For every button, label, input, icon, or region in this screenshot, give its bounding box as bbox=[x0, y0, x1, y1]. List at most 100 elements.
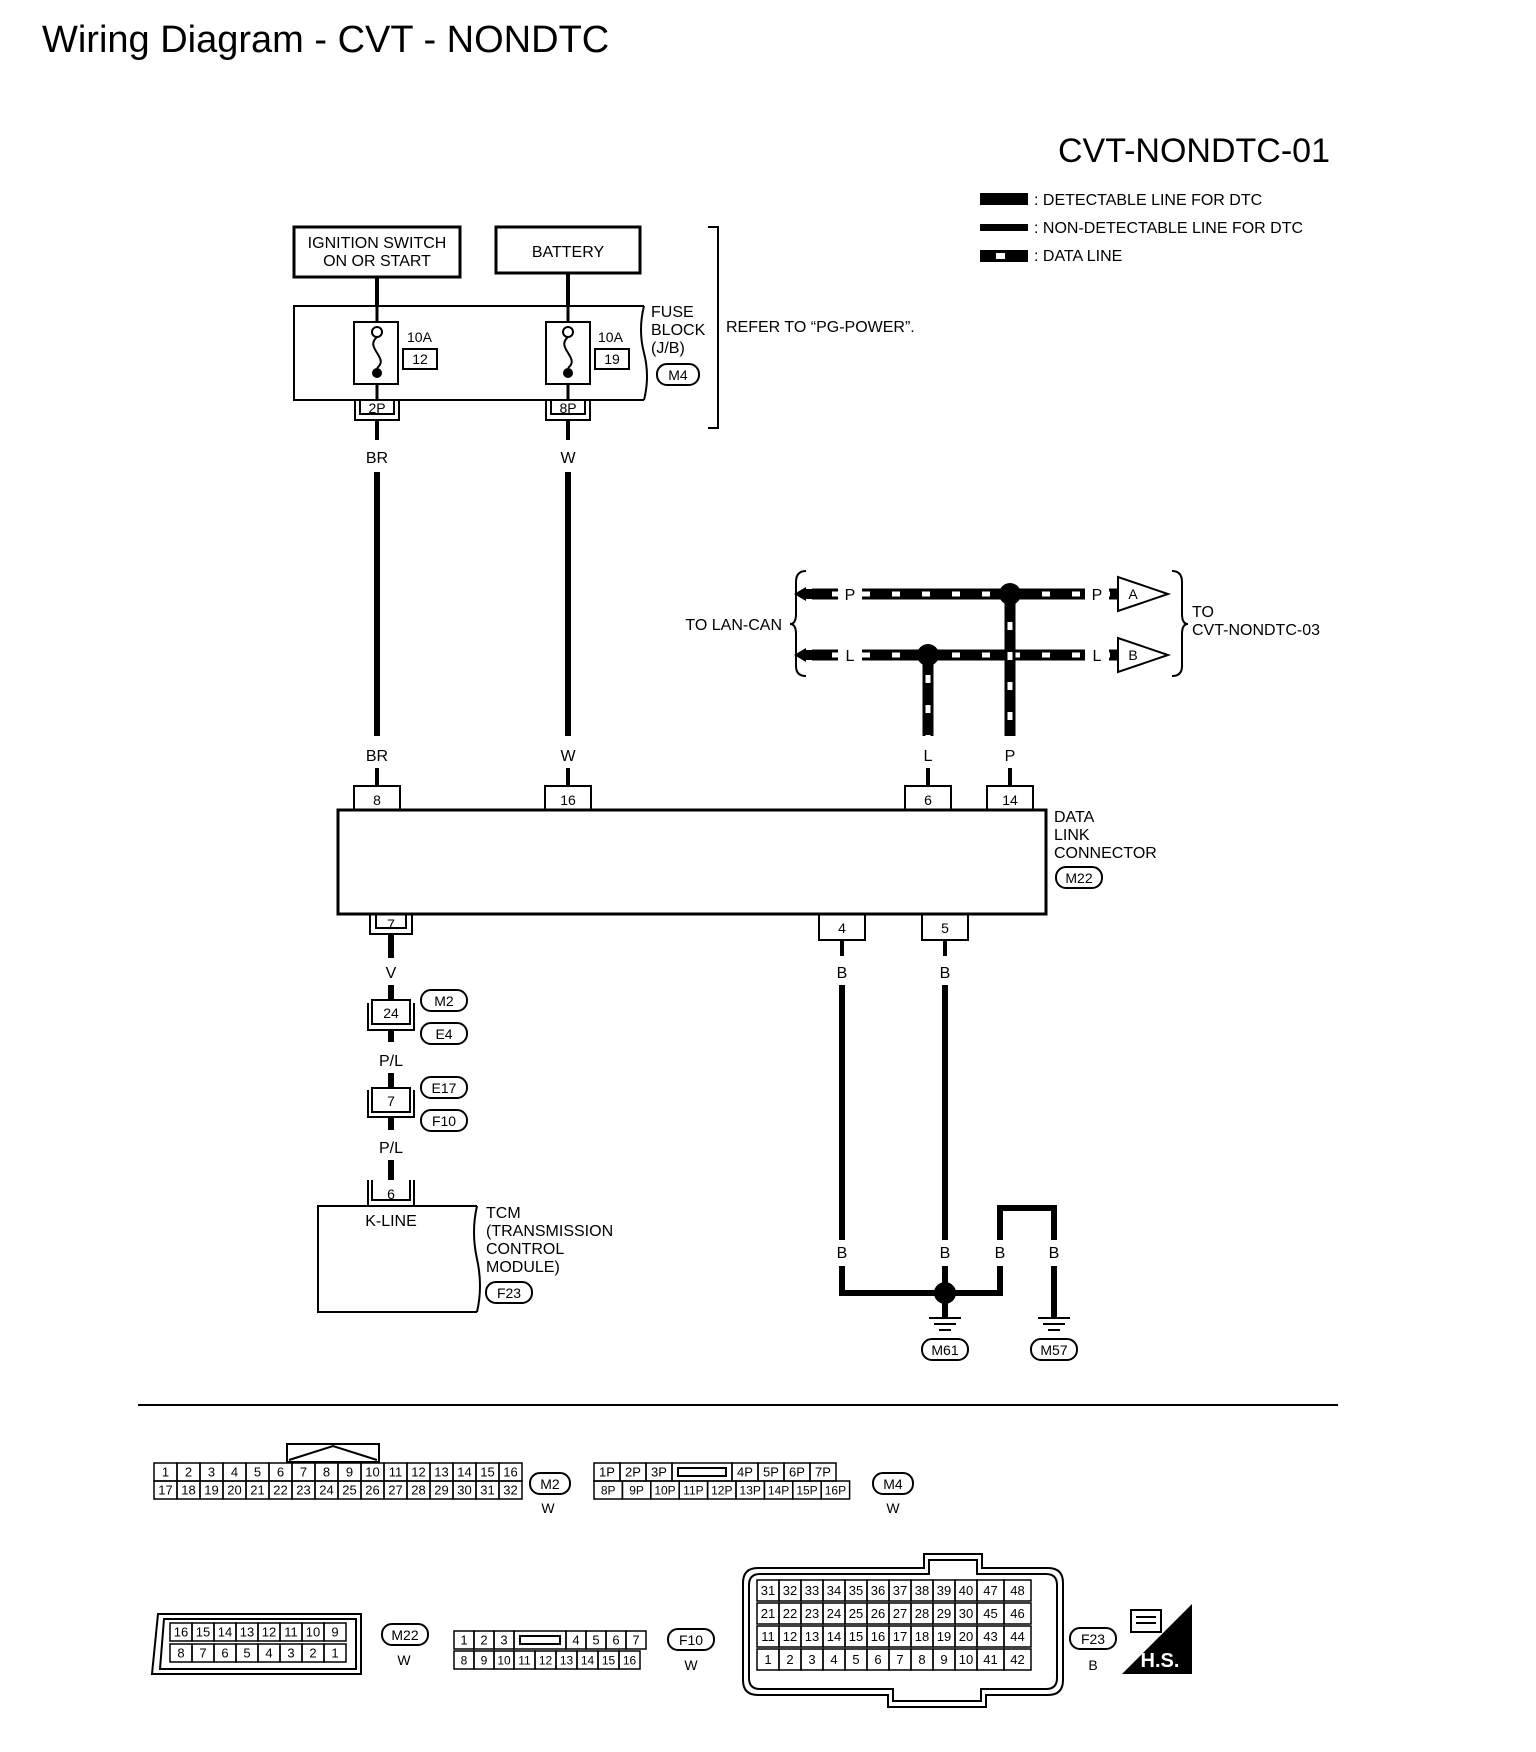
ground-m57-icon bbox=[1038, 1317, 1070, 1331]
connector-f10-id: F10 bbox=[679, 1632, 703, 1648]
wire-v: V bbox=[386, 965, 397, 982]
f10-pin-3: 3 bbox=[500, 1633, 507, 1648]
wire-br-bottom: BR bbox=[366, 748, 388, 765]
f23-pin-28: 28 bbox=[915, 1606, 929, 1621]
m2-pin-29: 29 bbox=[434, 1483, 448, 1498]
k-line-wire: V 24 M2 E4 P/L 7 E17 F10 P/L bbox=[367, 934, 468, 1180]
power-wires: BR W BR W bbox=[366, 420, 576, 786]
fuse-block: 10A 12 10A 19 FUSE BLOCK (J/B) M4 REFER … bbox=[293, 226, 915, 429]
f23-pin-43: 43 bbox=[983, 1629, 997, 1644]
m2-pin-28: 28 bbox=[411, 1483, 425, 1498]
m2-pin-25: 25 bbox=[342, 1483, 356, 1498]
f23-pin-40: 40 bbox=[959, 1583, 973, 1598]
f23-pin-14: 14 bbox=[827, 1629, 841, 1644]
m22-pin-6: 6 bbox=[221, 1646, 228, 1661]
connector-a-icon bbox=[1117, 575, 1172, 613]
f10-pin-14: 14 bbox=[581, 1653, 595, 1667]
m4-key-slot bbox=[677, 1467, 727, 1477]
m4-pin-12P: 12P bbox=[711, 1483, 732, 1497]
wire-b-5: B bbox=[940, 965, 951, 982]
m2-pin-7: 7 bbox=[300, 1465, 307, 1480]
m2-pin-21: 21 bbox=[250, 1483, 264, 1498]
page-title: Wiring Diagram - CVT - NONDTC bbox=[42, 19, 609, 61]
f23-pin-31: 31 bbox=[761, 1583, 775, 1598]
f23-pin-6: 6 bbox=[874, 1652, 881, 1667]
m2-pin-31: 31 bbox=[480, 1483, 494, 1498]
f10-cell bbox=[513, 1630, 567, 1650]
to-cvt-label-2: CVT-NONDTC-03 bbox=[1192, 622, 1320, 639]
f23-pin-2: 2 bbox=[786, 1652, 793, 1667]
m2-pin-18: 18 bbox=[181, 1483, 195, 1498]
m22-pin-16: 16 bbox=[174, 1625, 188, 1640]
f10-pin-1: 1 bbox=[460, 1633, 467, 1648]
fuse-12-amp: 10A bbox=[407, 329, 433, 345]
connector-m4-id: M4 bbox=[883, 1476, 903, 1492]
f23-pin-12: 12 bbox=[783, 1629, 797, 1644]
m2-cell bbox=[498, 1480, 523, 1500]
f10-pin-9: 9 bbox=[481, 1653, 488, 1667]
m22-pin-10: 10 bbox=[306, 1625, 320, 1640]
legend-detectable-swatch bbox=[980, 193, 1028, 205]
ground-wires: B B B B B B M61 M57 bbox=[837, 940, 1078, 1361]
f23-cell bbox=[1003, 1625, 1032, 1648]
battery: BATTERY bbox=[494, 225, 642, 275]
m2-pin-14: 14 bbox=[457, 1465, 471, 1480]
fuse-block-connector: M4 bbox=[668, 367, 688, 383]
f23-pin-13: 13 bbox=[805, 1629, 819, 1644]
f23-pin-9: 9 bbox=[940, 1652, 947, 1667]
connector-m4-color: W bbox=[886, 1500, 900, 1516]
k-line-label: K-LINE bbox=[365, 1213, 417, 1230]
m22-pin-5: 5 bbox=[243, 1646, 250, 1661]
can-bus: P L P L TO LAN-CAN A B TO CVT-NONDTC-03 … bbox=[685, 570, 1320, 786]
m2-pin-3: 3 bbox=[208, 1465, 215, 1480]
connector-m22-color: W bbox=[397, 1652, 411, 1668]
f23-pin-47: 47 bbox=[983, 1583, 997, 1598]
m2-pin-9: 9 bbox=[346, 1465, 353, 1480]
m2-pin-10: 10 bbox=[365, 1465, 379, 1480]
m4-pin-8P: 8P bbox=[601, 1483, 616, 1497]
wire-pl-2: P/L bbox=[379, 1140, 403, 1157]
f23-pin-5: 5 bbox=[852, 1652, 859, 1667]
hs-badge: H.S. bbox=[1122, 1604, 1192, 1674]
wire-b-8: B bbox=[995, 1245, 1006, 1262]
m2-pin-4: 4 bbox=[231, 1465, 238, 1480]
legend-nondetectable-label: : NON-DETECTABLE LINE FOR DTC bbox=[1034, 220, 1303, 237]
f23-pin-17: 17 bbox=[893, 1629, 907, 1644]
ignition-label-2: ON OR START bbox=[323, 253, 431, 270]
connector-a-label: A bbox=[1128, 586, 1138, 602]
m4-pin-11P: 11P bbox=[683, 1483, 703, 1497]
f23-pin-4: 4 bbox=[830, 1652, 837, 1667]
dlc-pin-14: 14 bbox=[1002, 792, 1018, 808]
f23-pin-30: 30 bbox=[959, 1606, 973, 1621]
pin-8p: 8P bbox=[559, 400, 576, 416]
m4-pin-2P: 2P bbox=[625, 1465, 641, 1480]
f23-cell bbox=[1003, 1602, 1032, 1625]
fuse-block-label-3: (J/B) bbox=[651, 340, 685, 357]
legend-nondetectable-swatch bbox=[980, 224, 1028, 231]
m22-pin-13: 13 bbox=[240, 1625, 254, 1640]
m22-pin-1: 1 bbox=[331, 1646, 338, 1661]
m2-pin-2: 2 bbox=[185, 1465, 192, 1480]
f23-pin-38: 38 bbox=[915, 1583, 929, 1598]
m2-pin-6: 6 bbox=[277, 1465, 284, 1480]
f23-pin-29: 29 bbox=[937, 1606, 951, 1621]
f23-pin-11: 11 bbox=[761, 1629, 775, 1644]
f23-pin-16: 16 bbox=[871, 1629, 885, 1644]
m22-pin-4: 4 bbox=[265, 1646, 272, 1661]
m22-cell bbox=[323, 1622, 347, 1642]
m2-pin-32: 32 bbox=[503, 1483, 517, 1498]
dlc-pin-6: 6 bbox=[924, 792, 932, 808]
f23-pin-45: 45 bbox=[983, 1606, 997, 1621]
m2-pin-30: 30 bbox=[457, 1483, 471, 1498]
ground-m61: M61 bbox=[931, 1342, 958, 1358]
f10-cell bbox=[618, 1650, 641, 1670]
pin-2p: 2P bbox=[368, 400, 385, 416]
f23-pin-20: 20 bbox=[959, 1629, 973, 1644]
can-l-splice bbox=[917, 644, 939, 666]
m2-pin-24: 24 bbox=[319, 1483, 333, 1498]
fuse-block-label-2: BLOCK bbox=[651, 322, 706, 339]
harness-e17: E17 bbox=[432, 1080, 457, 1096]
m22-pin-7: 7 bbox=[199, 1646, 206, 1661]
m4-pin-6P: 6P bbox=[789, 1465, 805, 1480]
hs-connector-icon bbox=[1130, 1609, 1162, 1633]
